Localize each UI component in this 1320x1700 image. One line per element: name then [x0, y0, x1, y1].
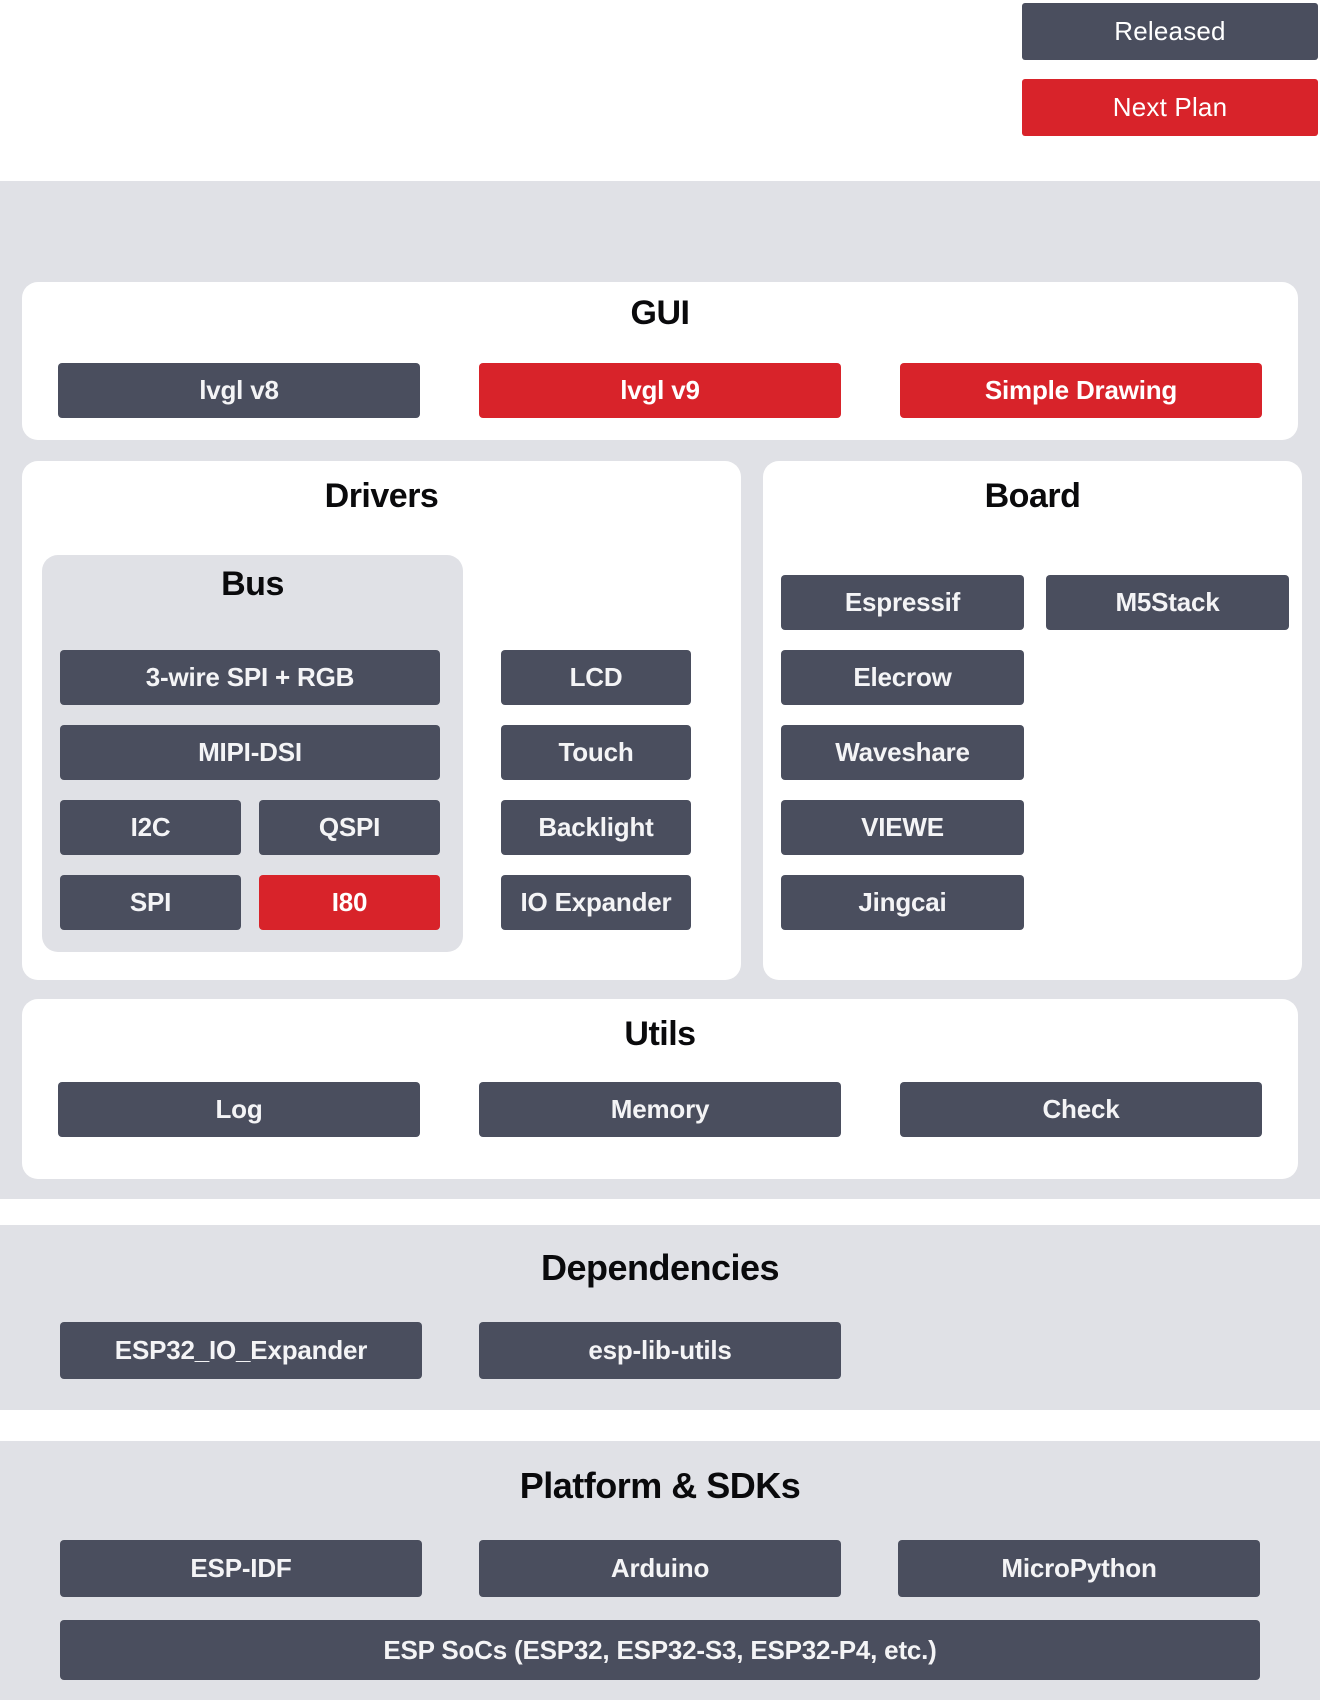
node-backlight: Backlight	[501, 800, 691, 855]
node-elecrow: Elecrow	[781, 650, 1024, 705]
node-mipi-dsi: MIPI-DSI	[60, 725, 440, 780]
node-esp-socs: ESP SoCs (ESP32, ESP32-S3, ESP32-P4, etc…	[60, 1620, 1260, 1680]
node-lvgl-v8: lvgl v8	[58, 363, 420, 418]
legend-released-badge: Released	[1022, 3, 1318, 60]
node-3-wire-spi-rgb: 3-wire SPI + RGB	[60, 650, 440, 705]
node-espressif: Espressif	[781, 575, 1024, 630]
utils-node-row: Log Memory Check	[58, 1082, 1262, 1137]
node-i80: I80	[259, 875, 440, 930]
dependencies-node-row: ESP32_IO_Expander esp-lib-utils	[60, 1322, 841, 1379]
gui-heading: GUI	[630, 294, 690, 332]
node-touch: Touch	[501, 725, 691, 780]
node-memory: Memory	[479, 1082, 841, 1137]
bus-group: Bus 3-wire SPI + RGB MIPI-DSI I2C QSPI S…	[42, 555, 463, 952]
bus-heading: Bus	[221, 565, 284, 603]
node-check: Check	[900, 1082, 1262, 1137]
node-waveshare: Waveshare	[781, 725, 1024, 780]
utils-group: Utils Log Memory Check	[22, 999, 1298, 1179]
dependencies-section: Dependencies ESP32_IO_Expander esp-lib-u…	[0, 1225, 1320, 1410]
platform-sdks-heading: Platform & SDKs	[519, 1465, 801, 1506]
node-log: Log	[58, 1082, 420, 1137]
node-lvgl-v9: lvgl v9	[479, 363, 841, 418]
drivers-group: Drivers Bus 3-wire SPI + RGB MIPI-DSI I2…	[22, 461, 741, 980]
gui-node-row: lvgl v8 lvgl v9 Simple Drawing	[58, 363, 1262, 418]
node-esp32-io-expander: ESP32_IO_Expander	[60, 1322, 422, 1379]
board-heading: Board	[984, 477, 1081, 515]
gui-group: GUI lvgl v8 lvgl v9 Simple Drawing	[22, 282, 1298, 440]
esp32-display-panel-container: ESP32_Display_Panel GUI lvgl v8 lvgl v9 …	[0, 181, 1320, 1199]
node-arduino: Arduino	[479, 1540, 841, 1597]
node-viewe: VIEWE	[781, 800, 1024, 855]
platform-node-row: ESP-IDF Arduino MicroPython	[60, 1540, 1260, 1597]
node-spi: SPI	[60, 875, 241, 930]
platform-sdks-section: Platform & SDKs ESP-IDF Arduino MicroPyt…	[0, 1441, 1320, 1700]
node-esp-idf: ESP-IDF	[60, 1540, 422, 1597]
node-i2c: I2C	[60, 800, 241, 855]
legend-next-plan-badge: Next Plan	[1022, 79, 1318, 136]
node-micropython: MicroPython	[898, 1540, 1260, 1597]
dependencies-heading: Dependencies	[540, 1247, 780, 1288]
node-m5stack: M5Stack	[1046, 575, 1289, 630]
node-lcd: LCD	[501, 650, 691, 705]
drivers-heading: Drivers	[324, 477, 439, 515]
node-simple-drawing: Simple Drawing	[900, 363, 1262, 418]
board-group: Board Espressif M5Stack Elecrow Waveshar…	[763, 461, 1302, 980]
node-io-expander: IO Expander	[501, 875, 691, 930]
node-qspi: QSPI	[259, 800, 440, 855]
node-jingcai: Jingcai	[781, 875, 1024, 930]
utils-heading: Utils	[624, 1015, 696, 1053]
node-esp-lib-utils: esp-lib-utils	[479, 1322, 841, 1379]
